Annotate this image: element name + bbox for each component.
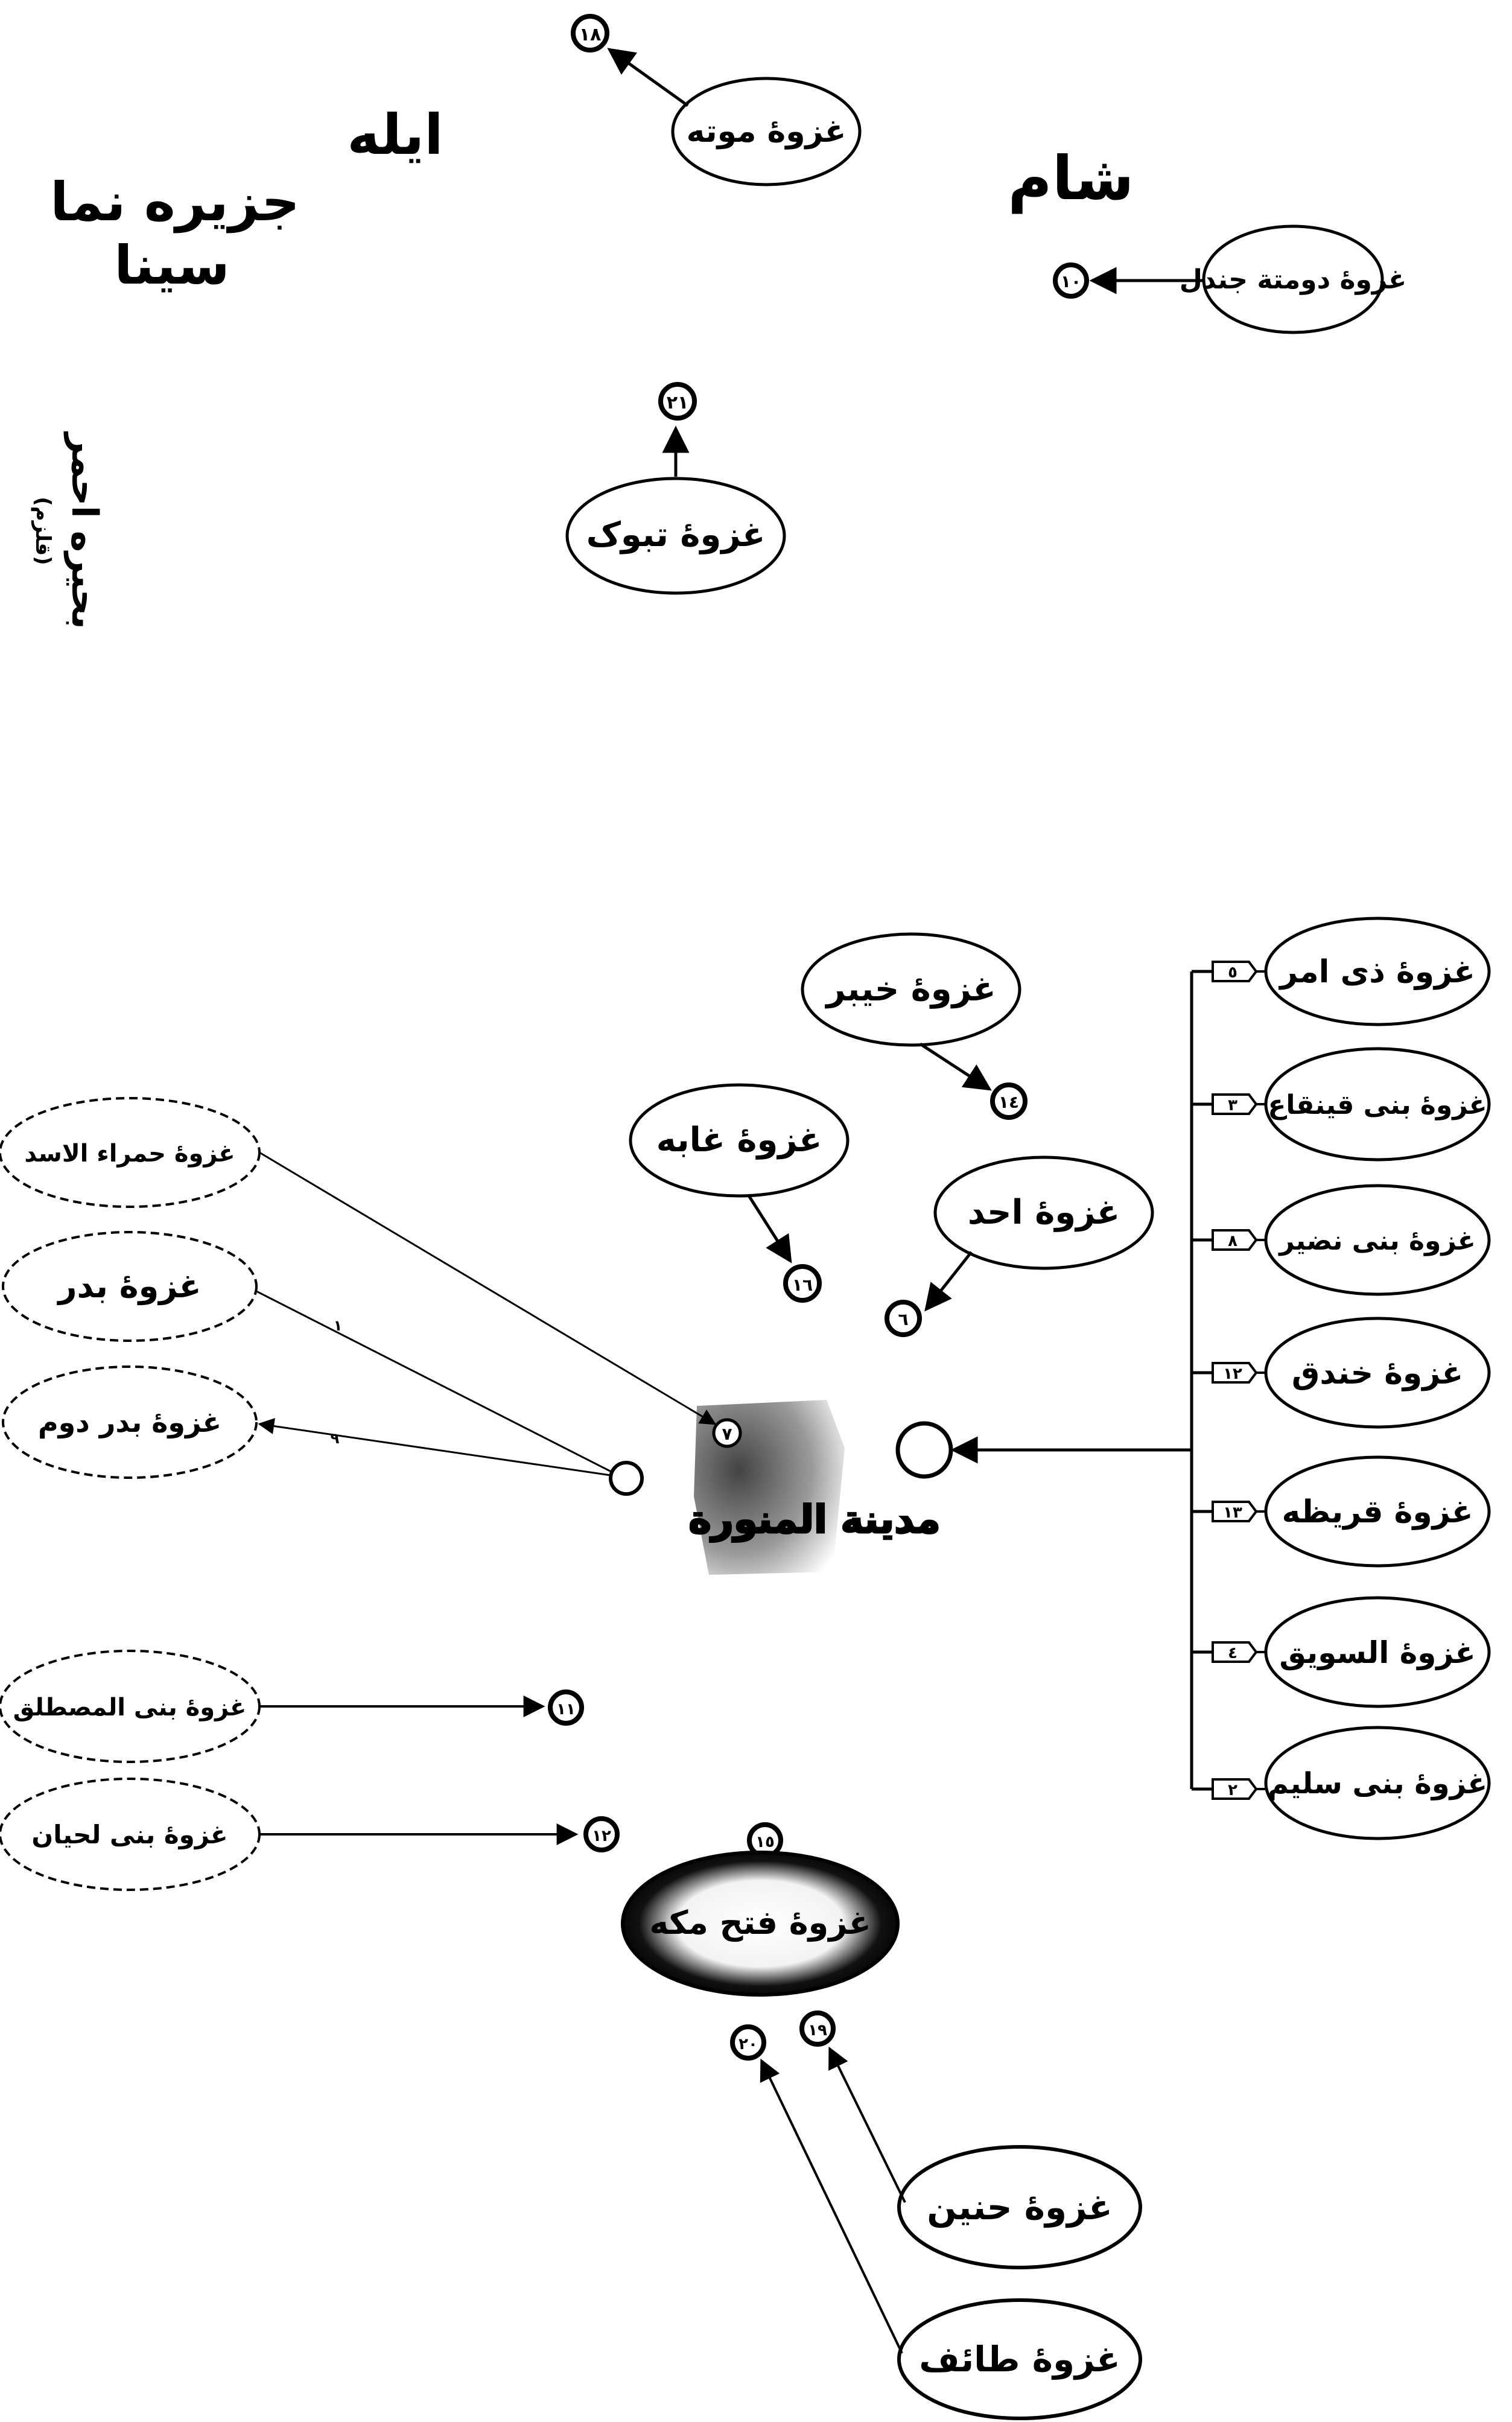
battle-qurayza: ١٣ غزوۀ قریظه — [1192, 1455, 1491, 1568]
battle-sawiq-number: ٤ — [1228, 1644, 1237, 1662]
battle-khandaq: ١٢ غزوۀ خندق — [1192, 1317, 1491, 1429]
battle-fath-label: غزوۀ فتح مکه — [649, 1904, 871, 1942]
battle-hamra-label: غزوۀ حمراء الاسد — [24, 1140, 235, 1168]
battle-taif-label: غزوۀ طائف — [919, 2339, 1120, 2380]
battle-hunayn: ١٩ غزوۀ حنین — [799, 2010, 1142, 2269]
battle-nadir-label: غزوۀ بنی نضیر — [1278, 1225, 1476, 1256]
battle-qurayza-number: ١٣ — [1223, 1504, 1242, 1522]
battle-badr: غزوۀ بدر ١ — [2, 1231, 613, 1473]
battle-khandaq-label: غزوۀ خندق — [1292, 1355, 1463, 1391]
region-red-sea: بحیره احمر — [63, 431, 106, 629]
battle-lihyan: غزوۀ بنی لحیان ١٢ — [0, 1778, 620, 1891]
junction-right — [895, 1421, 953, 1479]
battle-uhud-label: غزوۀ احد — [968, 1193, 1120, 1232]
battle-dumat-label: غزوۀ دومتة جندل — [1180, 264, 1406, 295]
right-bracket — [950, 971, 1193, 1789]
battle-qaynuqa: ٣ غزوۀ بنی قینقاع — [1192, 1047, 1491, 1162]
battle-lihyan-label: غزوۀ بنی لحیان — [31, 1820, 227, 1850]
battle-mustaliq-number: ١١ — [556, 1700, 576, 1718]
battle-hunayn-number: ١٩ — [808, 2021, 827, 2039]
battle-khaybar-label: غزوۀ خيبر — [824, 970, 996, 1009]
madina-center: مدينة المنورة ٧ — [688, 1400, 941, 1575]
battle-badr-dawm-number: ٩ — [331, 1430, 340, 1447]
battle-qaynuqa-label: غزوۀ بنی قینقاع — [1268, 1090, 1487, 1120]
battle-hunayn-label: غزوۀ حنین — [927, 2187, 1113, 2228]
junction-left — [609, 1461, 644, 1496]
battle-badr-dawm-label: غزوۀ بدر دوم — [38, 1406, 221, 1438]
battle-sawiq: ٤ غزوۀ السویق — [1192, 1596, 1491, 1708]
battle-mustaliq: غزوۀ بنی المصطلق ١١ — [0, 1650, 584, 1763]
battle-fath-makkah: ١٥ غزوۀ فتح مکه — [621, 1822, 900, 1997]
battle-lihyan-number: ١٢ — [592, 1827, 611, 1845]
battle-dhi-amr-number: ٥ — [1228, 964, 1237, 982]
madina-label: مدينة المنورة — [688, 1498, 941, 1542]
battle-ghabah-label: غزوۀ غابه — [656, 1120, 822, 1160]
battle-sulaym: ٢ غزوۀ بنی سلیم — [1192, 1726, 1491, 1840]
battle-mutah-label: غزوۀ موته — [687, 113, 847, 150]
battle-khaybar: غزوۀ خيبر ١٤ — [801, 932, 1028, 1120]
battle-uhud: غزوۀ احد ٦ — [885, 1155, 1154, 1337]
battle-sulaym-number: ٢ — [1228, 1781, 1237, 1799]
battle-mutah-number: ١٨ — [579, 24, 602, 45]
battle-taif: ٢٠ غزوۀ طائف — [730, 2024, 1142, 2420]
battle-tabuk-label: غزوۀ تبوک — [586, 515, 766, 555]
battle-mustaliq-label: غزوۀ بنی المصطلق — [13, 1694, 247, 1721]
battle-tabuk: غزوۀ تبوک ٢١ — [565, 382, 786, 595]
region-sinai-line2: سینا — [114, 234, 229, 296]
battle-uhud-number: ٦ — [898, 1309, 908, 1329]
battle-dumat: غزوۀ دومتة جندل ١٠ — [1053, 224, 1406, 334]
battle-khandaq-number: ١٢ — [1223, 1365, 1242, 1383]
region-sinai-line1: جزیره نما — [50, 171, 300, 233]
battle-khaybar-number: ١٤ — [999, 1092, 1019, 1112]
madina-number: ٧ — [722, 1424, 732, 1444]
battle-fath-number: ١٥ — [755, 1833, 775, 1851]
battle-nadir-number: ٨ — [1228, 1232, 1237, 1250]
battle-nadir: ٨ غزوۀ بنی نضیر — [1192, 1184, 1491, 1296]
battle-badr-number: ١ — [334, 1317, 343, 1334]
battle-taif-number: ٢٠ — [739, 2035, 758, 2053]
battle-hamra: غزوۀ حمراء الاسد — [0, 1097, 717, 1425]
battle-dhi-amr: ٥ غزوۀ ذی امر — [1192, 917, 1491, 1026]
battle-sulaym-label: غزوۀ بنی سلیم — [1268, 1767, 1487, 1801]
battle-dhi-amr-label: غزوۀ ذی امر — [1278, 954, 1475, 990]
region-red-sea-sub: (قلزم) — [31, 497, 55, 565]
battle-qaynuqa-number: ٣ — [1228, 1096, 1237, 1114]
battle-ghabah: غزوۀ غابه ١٦ — [629, 1083, 850, 1303]
battle-mutah: غزوۀ موته ١٨ — [571, 14, 862, 186]
battle-sawiq-label: غزوۀ السویق — [1279, 1635, 1475, 1671]
region-sham: شام — [1008, 143, 1134, 214]
battle-tabuk-number: ٢١ — [667, 392, 689, 413]
battle-dumat-number: ١٠ — [1061, 272, 1081, 291]
battle-qurayza-label: غزوۀ قریظه — [1282, 1494, 1473, 1530]
battle-ghabah-number: ١٦ — [792, 1275, 813, 1295]
region-ayla: ایله — [347, 103, 443, 167]
battle-badr-label: غزوۀ بدر — [56, 1267, 201, 1305]
battle-badr-dawm: غزوۀ بدر دوم ٩ — [2, 1365, 611, 1479]
